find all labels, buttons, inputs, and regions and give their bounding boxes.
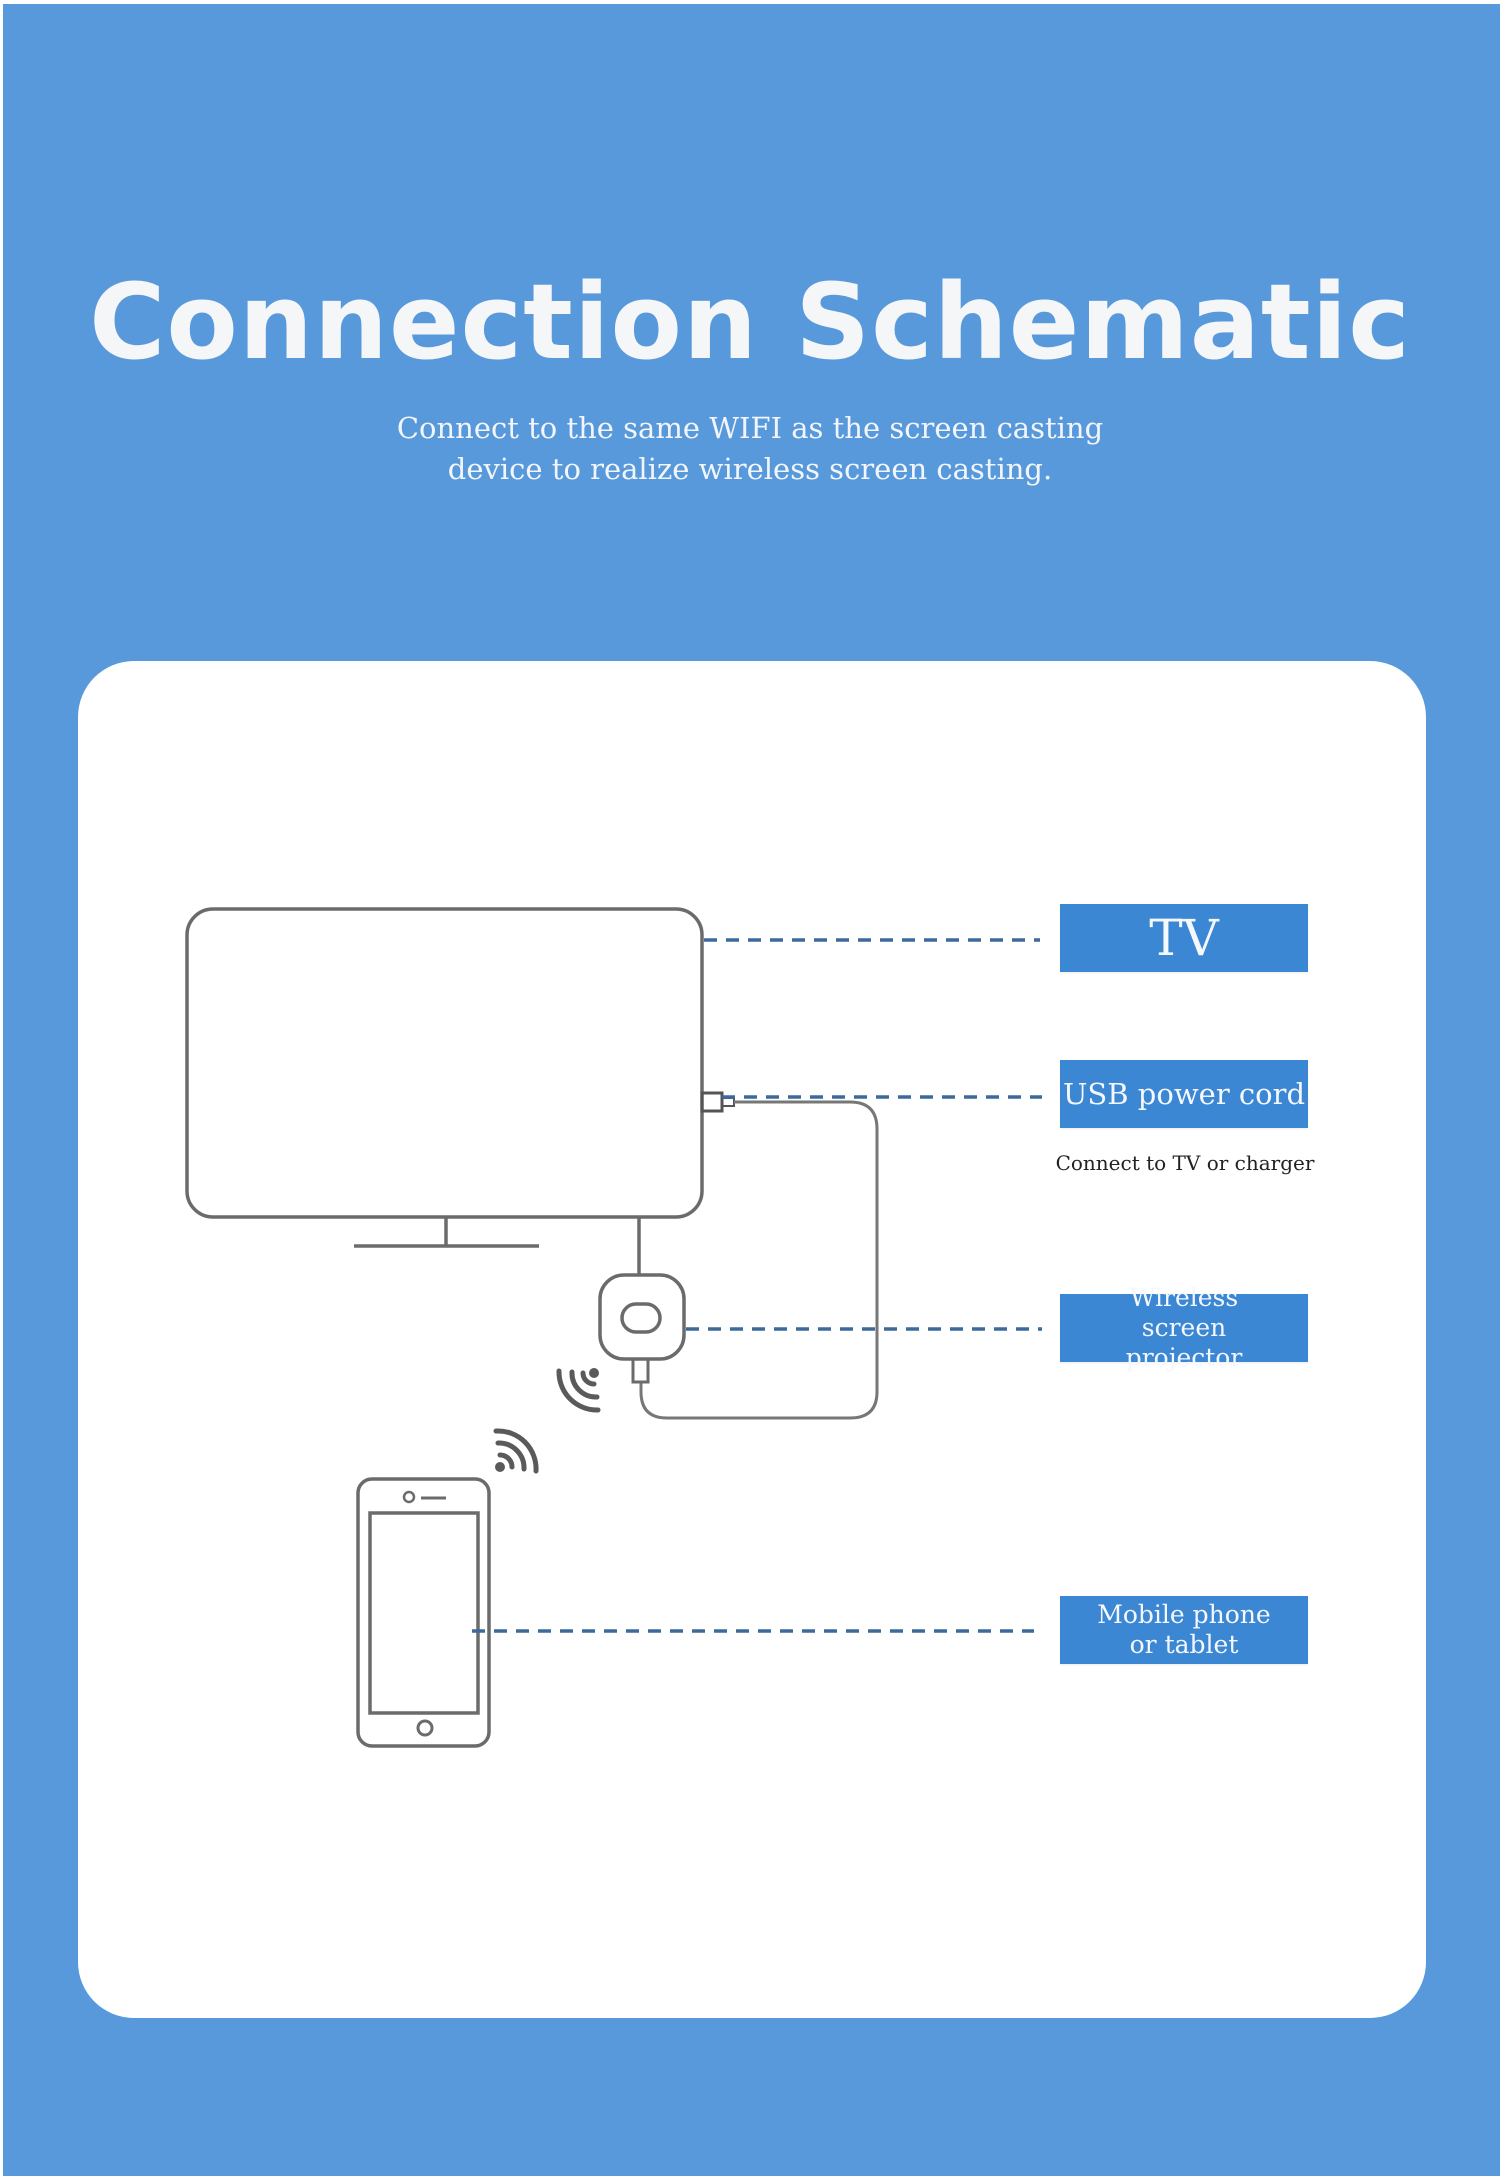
projector-body — [598, 1273, 686, 1361]
phone-screen — [368, 1511, 480, 1715]
wifi-arc-3 — [493, 1428, 539, 1474]
label-wireless-projector: Wireless screen projector — [1060, 1283, 1308, 1372]
tv-screen — [185, 907, 704, 1219]
projector-usb-connector — [631, 1357, 650, 1384]
phone-home-button — [416, 1719, 434, 1737]
usb-port — [700, 1091, 724, 1113]
wifi-arc-3 — [556, 1368, 601, 1413]
usb-cord — [639, 1100, 879, 1420]
usb-note: Connect to TV or charger — [1055, 1151, 1315, 1175]
page-title: Connection Schematic — [89, 261, 1411, 383]
label-usb-power-cord: USB power cord — [1060, 1060, 1308, 1128]
label-phone-text: Mobile phone or tablet — [1097, 1600, 1271, 1659]
label-mobile-device: Mobile phone or tablet — [1060, 1596, 1308, 1664]
smartphone-icon — [356, 1477, 491, 1748]
label-tv-text: TV — [1149, 909, 1219, 967]
wifi-signal-icon — [556, 1368, 601, 1413]
wifi-arc-1 — [580, 1370, 597, 1387]
projector-dongle-icon — [598, 1273, 686, 1384]
wifi-signal-icon — [493, 1428, 539, 1474]
wifi-arc-1 — [497, 1452, 515, 1470]
usb-plug-tip — [721, 1097, 735, 1107]
wifi-dot — [589, 1368, 599, 1378]
wifi-dot — [495, 1462, 505, 1472]
tv-icon — [185, 907, 704, 1248]
projector-button — [620, 1302, 662, 1334]
wifi-arc-2 — [569, 1369, 600, 1400]
label-projector-text: Wireless screen projector — [1125, 1283, 1243, 1372]
label-tv: TV — [1060, 904, 1308, 972]
label-usb-text: USB power cord — [1062, 1077, 1306, 1111]
page-subtitle: Connect to the same WIFI as the screen c… — [396, 411, 1104, 486]
wifi-arc-2 — [495, 1440, 527, 1472]
phone-camera — [402, 1490, 416, 1504]
phone-body — [356, 1477, 491, 1748]
